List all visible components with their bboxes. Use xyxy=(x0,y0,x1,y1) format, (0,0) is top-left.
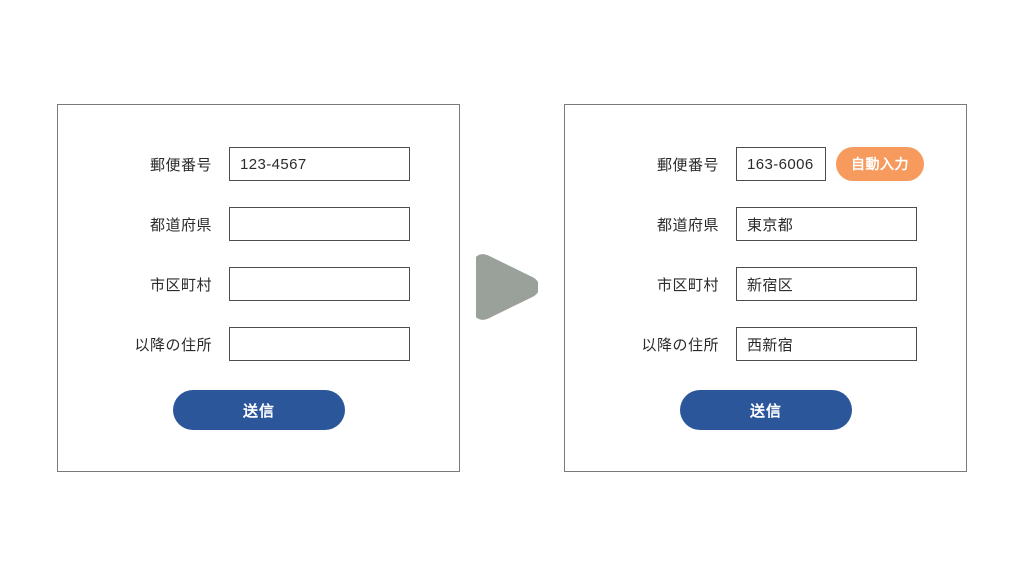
input-city[interactable] xyxy=(229,267,410,301)
address-form-before: 郵便番号 123-4567 都道府県 市区町村 以降の住所 送信 xyxy=(58,105,459,471)
form-row-postal-code: 郵便番号 163-6006 自動入力 xyxy=(581,147,924,181)
label-street-address: 以降の住所 xyxy=(134,336,212,354)
label-prefecture: 都道府県 xyxy=(149,216,212,234)
label-city: 市区町村 xyxy=(656,276,719,294)
address-form-after: 郵便番号 163-6006 自動入力 都道府県 東京都 市区町村 新宿区 以降の… xyxy=(565,105,966,471)
form-row-prefecture: 都道府県 xyxy=(74,207,410,241)
form-row-postal-code: 郵便番号 123-4567 xyxy=(74,147,410,181)
input-street-address[interactable] xyxy=(229,327,410,361)
submit-button[interactable]: 送信 xyxy=(173,390,345,430)
form-panel-after: 郵便番号 163-6006 自動入力 都道府県 東京都 市区町村 新宿区 以降の… xyxy=(564,104,967,472)
form-panel-before: 郵便番号 123-4567 都道府県 市区町村 以降の住所 送信 xyxy=(57,104,460,472)
input-postal-code[interactable]: 123-4567 xyxy=(229,147,410,181)
input-street-address[interactable]: 西新宿 xyxy=(736,327,917,361)
form-row-city: 市区町村 xyxy=(74,267,410,301)
input-prefecture[interactable]: 東京都 xyxy=(736,207,917,241)
submit-button[interactable]: 送信 xyxy=(680,390,852,430)
label-prefecture: 都道府県 xyxy=(656,216,719,234)
form-row-street-address: 以降の住所 xyxy=(74,327,410,361)
label-postal-code: 郵便番号 xyxy=(656,156,719,174)
form-row-prefecture: 都道府県 東京都 xyxy=(581,207,917,241)
input-prefecture[interactable] xyxy=(229,207,410,241)
input-postal-code[interactable]: 163-6006 xyxy=(736,147,826,181)
play-triangle-right-icon xyxy=(473,252,540,322)
label-city: 市区町村 xyxy=(149,276,212,294)
label-postal-code: 郵便番号 xyxy=(149,156,212,174)
form-row-street-address: 以降の住所 西新宿 xyxy=(581,327,917,361)
autofill-badge[interactable]: 自動入力 xyxy=(836,147,924,181)
input-city[interactable]: 新宿区 xyxy=(736,267,917,301)
form-row-city: 市区町村 新宿区 xyxy=(581,267,917,301)
label-street-address: 以降の住所 xyxy=(641,336,719,354)
